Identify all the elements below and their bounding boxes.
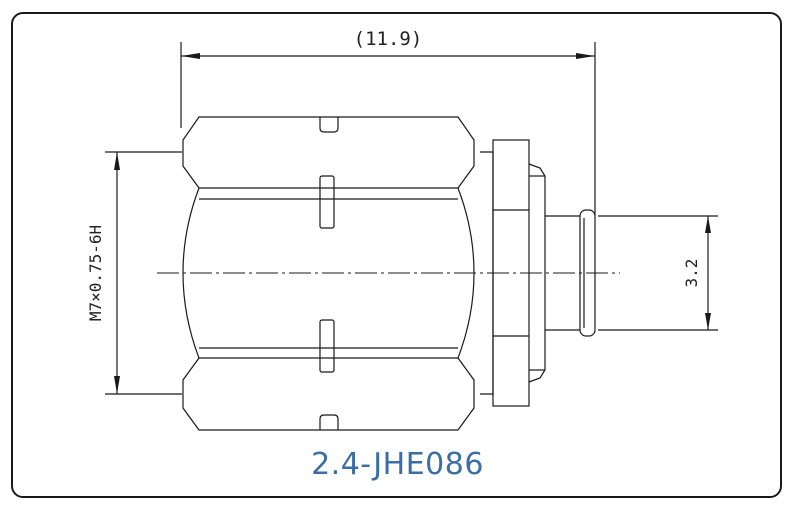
length-dimension: (11.9) <box>180 28 596 216</box>
drawing-frame <box>11 12 782 498</box>
thread-dimension: M7×0.75-6H <box>86 151 182 395</box>
length-dimension-label: (11.9) <box>354 28 423 50</box>
thread-dimension-label: M7×0.75-6H <box>86 225 105 321</box>
pin-diameter-label: 3.2 <box>682 259 701 288</box>
pin-diameter-dimension: 3.2 <box>598 215 718 331</box>
part-number-label: 2.4-JHE086 <box>311 447 484 482</box>
hex-nut <box>182 116 475 431</box>
